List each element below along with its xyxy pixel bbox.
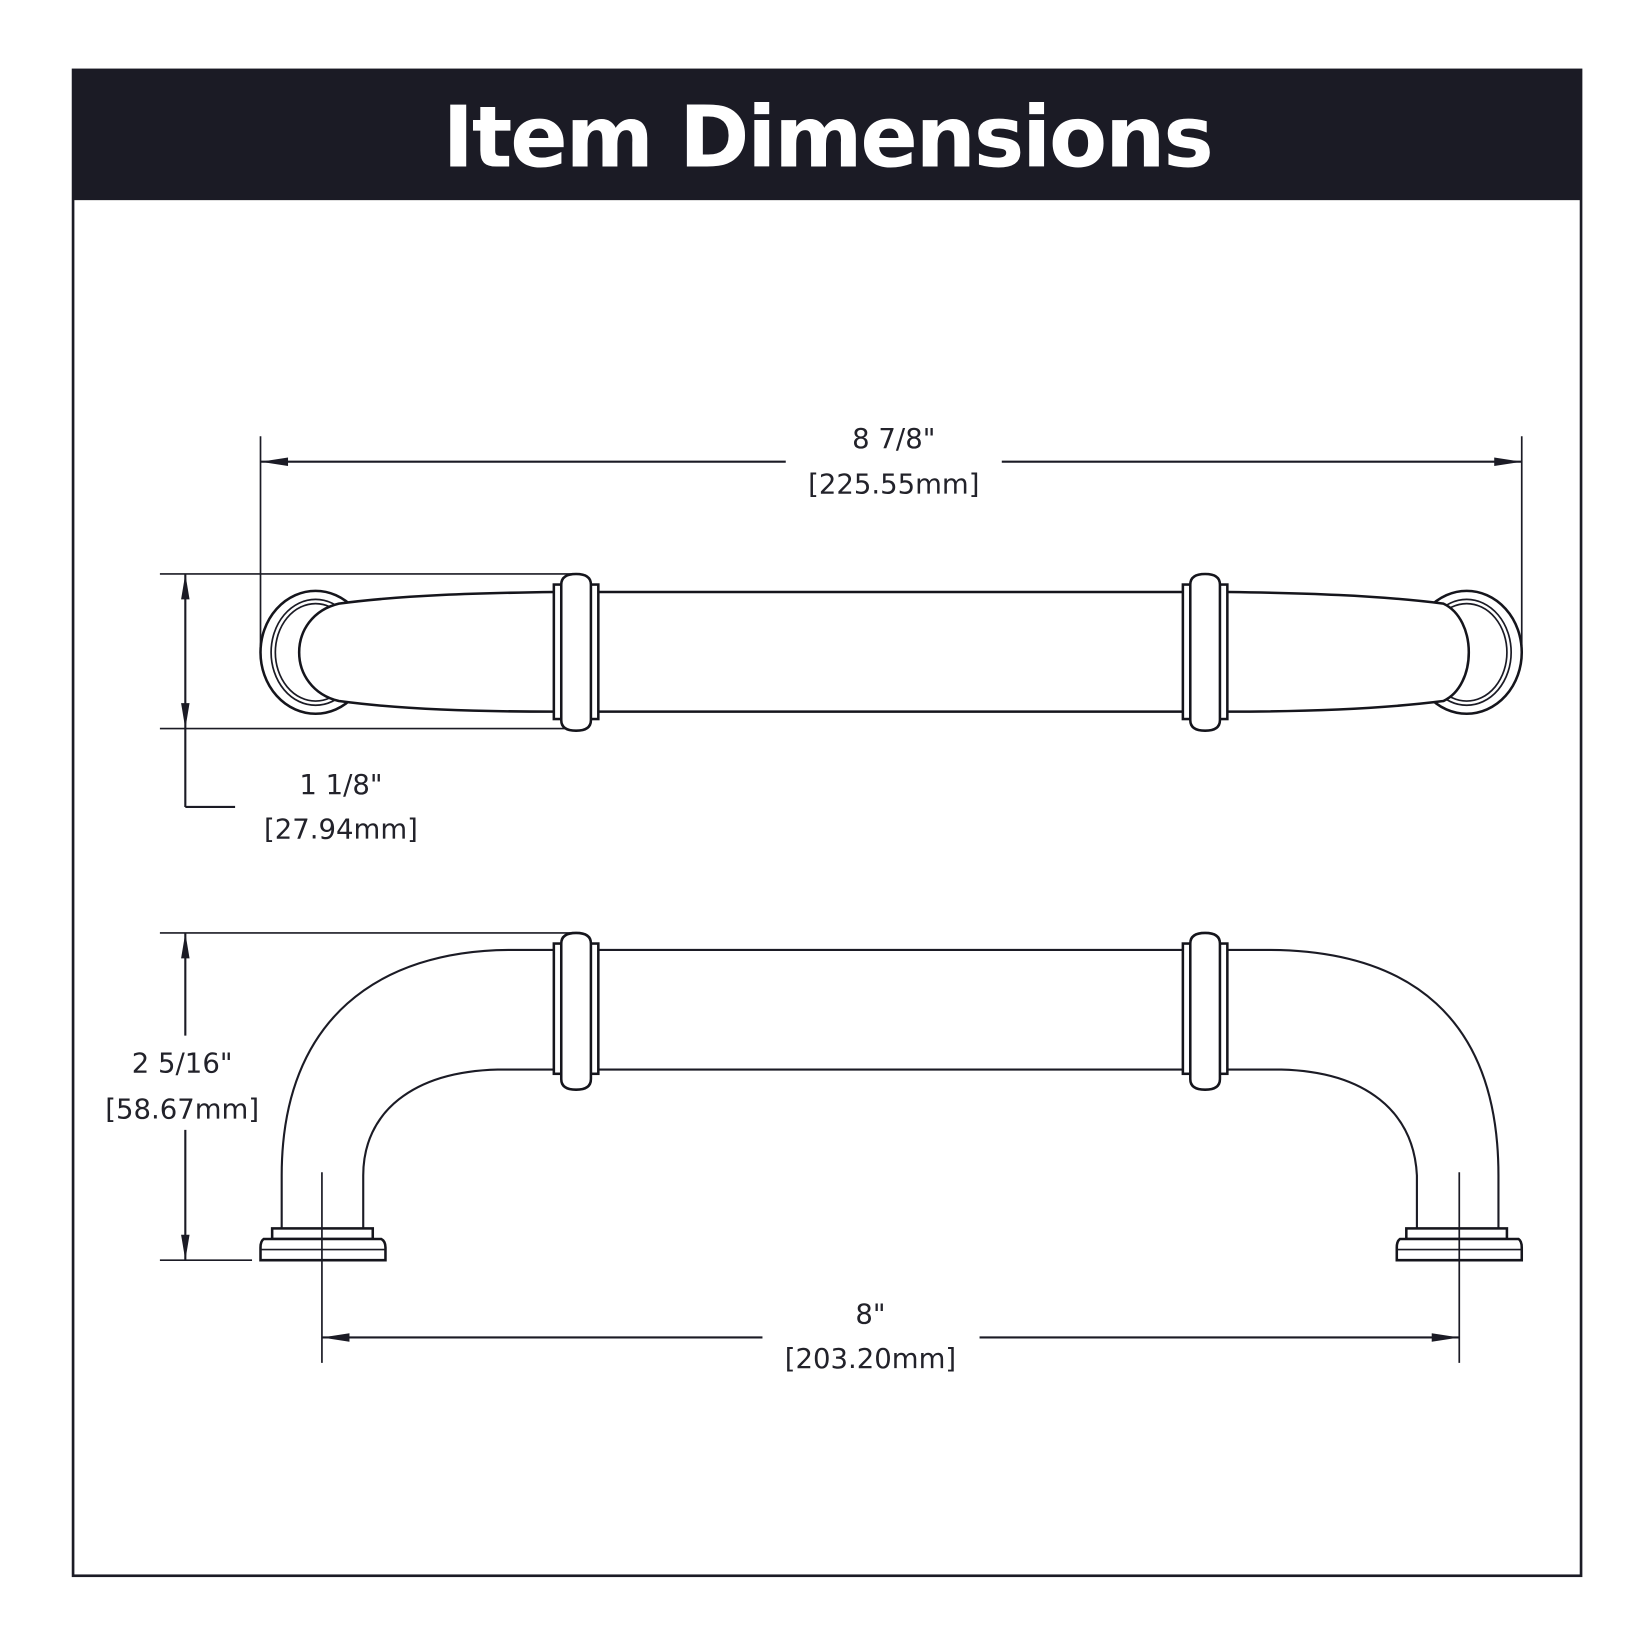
center-to-center-dimension: 8" [203.20mm] [321,1172,1461,1375]
projection-imperial: 2 5/16" [132,1048,233,1080]
depth-dimension: 1 1/8" [27.94mm] [159,573,572,846]
center-to-center-imperial: 8" [855,1299,885,1331]
right-ring [1181,572,1229,732]
overall-length-imperial: 8 7/8" [852,423,935,455]
arrow-down-icon [181,703,190,729]
arrow-down-icon [181,1234,190,1261]
depth-metric: [27.94mm] [264,814,418,846]
page-title: Item Dimensions [442,87,1211,186]
depth-imperial: 1 1/8" [299,769,382,801]
right-ring-side [1181,931,1229,1091]
side-view: 2 5/16" [58.67mm] [105,931,1524,1375]
projection-metric: [58.67mm] [105,1093,259,1125]
overall-length-dimension: 8 7/8" [225.55mm] [259,423,1523,646]
center-to-center-metric: [203.20mm] [785,1343,956,1375]
left-foot [259,1227,387,1262]
overall-length-metric: [225.55mm] [808,468,979,500]
arrow-up-icon [181,932,190,959]
left-ring [552,572,600,732]
arrow-right-icon [1431,1333,1460,1342]
header-banner: Item Dimensions [73,69,1582,201]
arrow-left-icon [321,1333,350,1342]
arrow-left-icon [260,457,289,466]
top-view: 8 7/8" [225.55mm] 1 1/8" [27.94mm] [159,423,1524,846]
left-ring-side [552,931,600,1091]
arrow-up-icon [181,573,190,600]
handle-top-outline [259,572,1524,732]
projection-dimension: 2 5/16" [58.67mm] [105,932,572,1262]
arrow-right-icon [1494,457,1522,466]
drawing-frame [71,68,1583,1578]
